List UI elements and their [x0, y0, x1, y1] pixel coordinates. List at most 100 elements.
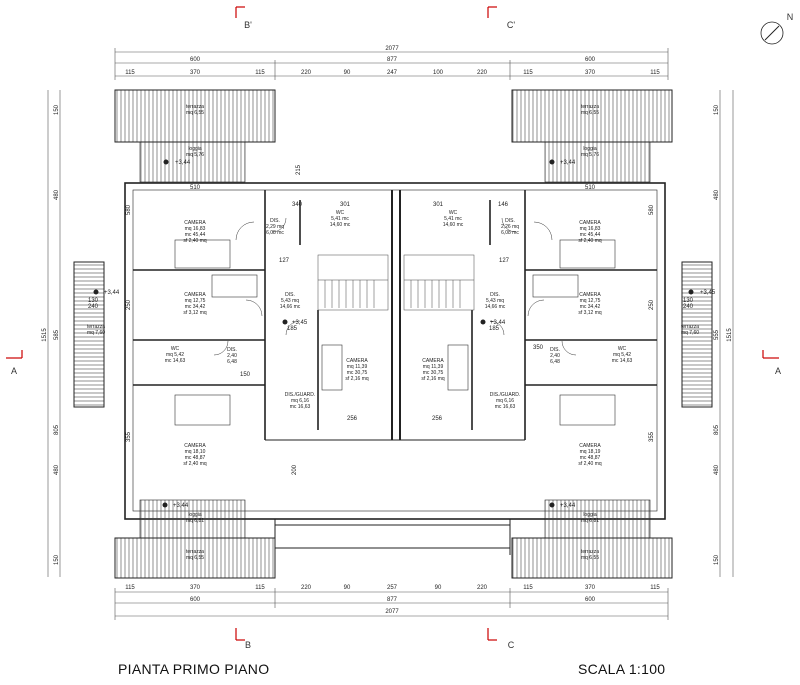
dim-left-inner: 355: [126, 431, 132, 442]
room-label-terr-tl: terrazza: [186, 104, 204, 110]
dim-misc: 215: [296, 164, 302, 175]
room-label-dis2-l: 14,66 mc: [280, 304, 301, 310]
dim-bottom-row2: 600: [585, 597, 596, 603]
dim-left-col: 585: [54, 329, 60, 340]
room-label-cam3-r: mc 30,75: [423, 370, 444, 376]
room-label-dis2-l: DIS.: [285, 292, 295, 298]
room-label-logg-br: loggia: [583, 512, 597, 518]
room-label-dis3-l: 6,48: [227, 359, 237, 365]
dim-misc: 240: [683, 304, 694, 310]
level-value: +3,44: [490, 320, 506, 326]
dim-bottom-row3: 370: [190, 585, 201, 591]
room-label-cam1-r: mq 16,83: [580, 226, 601, 232]
dim-top-row3: 90: [344, 70, 351, 76]
room-label-terr-l: mq 7,60: [87, 330, 105, 336]
building-walls: [124, 182, 666, 555]
room-label-dis1-l: 2,29 mq: [266, 224, 284, 230]
door-swings: [213, 217, 577, 356]
room-label-terr-r: terrazza: [681, 324, 699, 330]
dim-total-top: 2077: [385, 46, 399, 52]
dim-misc: 127: [279, 258, 290, 264]
dim-top-row2: 600: [585, 57, 596, 63]
dim-misc: 301: [433, 202, 444, 208]
dim-misc: 240: [88, 304, 99, 310]
dim-right-col: 805: [714, 424, 720, 435]
room-label-wc2-r: WC: [618, 346, 627, 352]
dim-left-outer: 1515: [42, 328, 48, 342]
room-label-cam1-l: sf 2,40 mq: [183, 238, 207, 244]
room-label-cam3-r: mq 11,39: [423, 364, 444, 370]
room-label-wc2-r: mc 14,63: [612, 358, 633, 364]
dim-top-row3: 220: [301, 70, 312, 76]
dim-top-row3: 115: [255, 70, 265, 76]
room-label-cam2-r: mq 12,75: [580, 298, 601, 304]
room-label-wc1-l: 14,60 mc: [330, 222, 351, 228]
room-label-cam4-l: CAMERA: [184, 443, 206, 449]
section-label-a-right: A: [775, 366, 781, 376]
dim-right-inner: 355: [649, 431, 655, 442]
room-label-logg-tr: mq 5,76: [581, 152, 599, 158]
dim-right-col: 555: [714, 329, 720, 340]
dim-bottom-row3: 115: [523, 585, 533, 591]
room-label-dis3-l: DIS.: [227, 347, 237, 353]
stairs-left: [317, 254, 389, 311]
dim-top-row2: 600: [190, 57, 201, 63]
dimension-lines-top: [114, 48, 669, 80]
room-label-dis2-r: 5,43 mq: [486, 298, 504, 304]
dim-misc: 150: [240, 372, 251, 378]
beds: [174, 239, 616, 426]
room-label-cam3-l: sf 2,16 mq: [345, 376, 369, 382]
dim-bottom-row2: 877: [387, 597, 398, 603]
room-label-cam4-r: sf 2,40 mq: [578, 461, 602, 467]
room-label-dis2-l: 5,43 mq: [281, 298, 299, 304]
page-title: PIANTA PRIMO PIANO: [118, 661, 270, 677]
dim-misc: 510: [190, 185, 201, 191]
room-label-cam3-l: CAMERA: [346, 358, 368, 364]
dim-bottom-row3: 90: [435, 585, 442, 591]
dim-left-col: 150: [54, 104, 60, 115]
room-label-wc2-l: mc 14,63: [165, 358, 186, 364]
dim-right-outer: 1515: [727, 328, 733, 342]
section-label-c-top: C': [507, 20, 515, 30]
room-label-disg-r: DIS./GUARD.: [490, 392, 521, 398]
dim-top-row3: 247: [387, 70, 398, 76]
dim-misc: 127: [499, 258, 510, 264]
dim-misc: 185: [489, 326, 500, 332]
dimension-lines-sides: [47, 90, 734, 577]
level-markers: [93, 159, 694, 508]
room-label-logg-bl: mq 6,81: [186, 518, 204, 524]
room-label-logg-bl: loggia: [188, 512, 202, 518]
dim-bottom-row2: 600: [190, 597, 201, 603]
section-label-b-top: B': [244, 20, 252, 30]
dim-misc: 200: [292, 464, 298, 475]
room-label-cam2-r: sf 3,12 mq: [578, 310, 602, 316]
level-value: +3,44: [175, 160, 191, 166]
stairs-right: [403, 254, 475, 311]
room-label-cam3-l: mq 11,39: [347, 364, 368, 370]
dim-bottom-row3: 220: [301, 585, 312, 591]
room-label-wc1-r: WC: [449, 210, 458, 216]
room-label-terr-br: terrazza: [581, 549, 599, 555]
dim-bottom-row3: 115: [125, 585, 135, 591]
room-label-cam2-l: mc 34,42: [185, 304, 206, 310]
dim-misc: 350: [533, 345, 544, 351]
dim-bottom-row3: 115: [255, 585, 265, 591]
room-label-terr-bl: terrazza: [186, 549, 204, 555]
dim-bottom-row3: 115: [650, 585, 660, 591]
dim-left-col: 805: [54, 424, 60, 435]
dim-misc: 130: [683, 298, 694, 304]
room-label-cam1-r: CAMERA: [579, 220, 601, 226]
dim-top-row3: 370: [190, 70, 201, 76]
dim-bottom-row3: 257: [387, 585, 398, 591]
room-label-dis1-r: 2,26 mq: [501, 224, 519, 230]
room-label-dis2-r: DIS.: [490, 292, 500, 298]
dim-left-col: 480: [54, 189, 60, 200]
room-label-terr-bl: mq 6,55: [186, 555, 204, 561]
north-arrow-icon: [760, 21, 784, 45]
room-label-dis1-l: 6,08 mc: [266, 230, 284, 236]
dim-misc: 301: [340, 202, 351, 208]
level-value: +3,44: [173, 503, 189, 509]
room-label-cam1-l: mq 16,83: [185, 226, 206, 232]
